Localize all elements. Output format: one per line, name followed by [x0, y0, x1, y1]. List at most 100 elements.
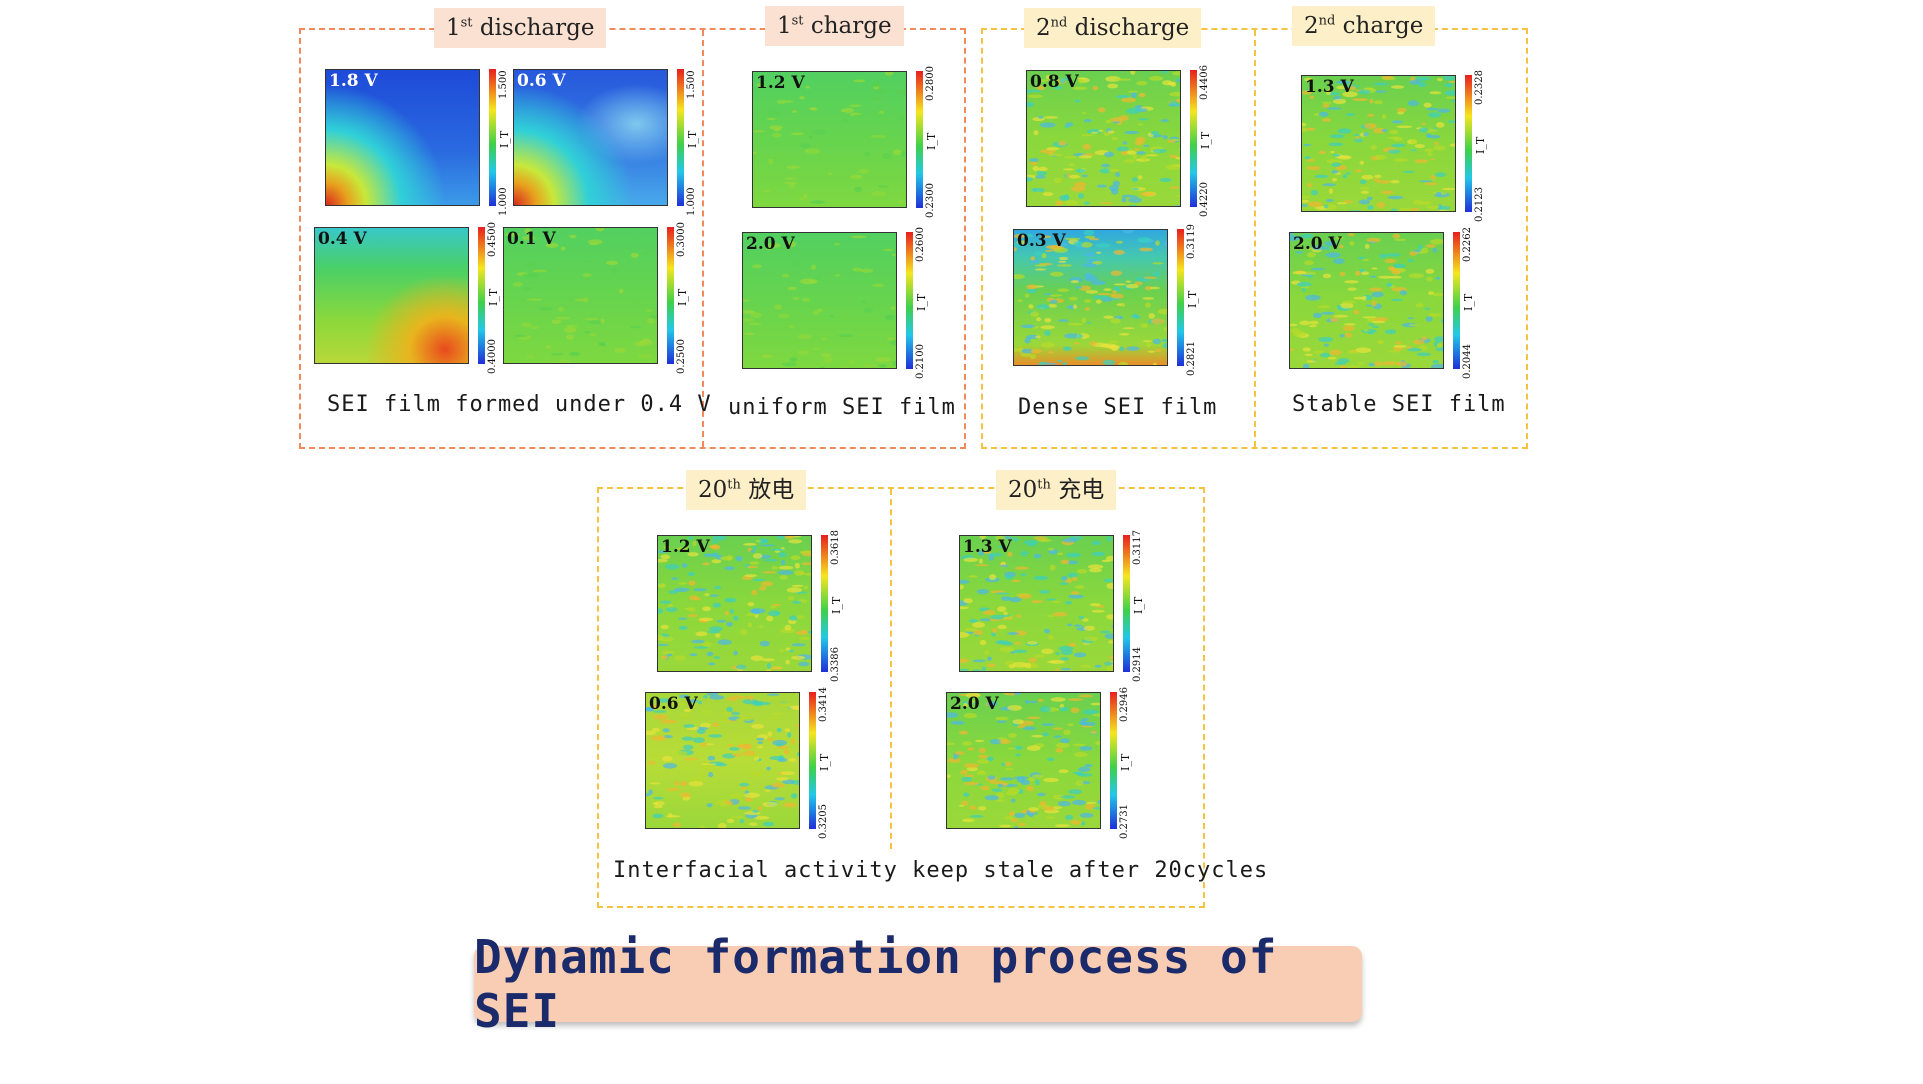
texture-speck	[1081, 112, 1087, 114]
texture-speck	[1384, 258, 1397, 264]
texture-speck	[545, 345, 552, 349]
texture-speck	[1058, 256, 1069, 261]
texture-speck	[999, 646, 1015, 652]
texture-speck	[1084, 235, 1096, 239]
texture-speck	[1008, 811, 1015, 816]
texture-speck	[1014, 348, 1022, 352]
texture-speck	[979, 618, 992, 622]
texture-speck	[1121, 197, 1127, 203]
texture-speck	[779, 649, 785, 653]
texture-speck	[771, 783, 785, 788]
texture-speck	[1127, 90, 1139, 93]
texture-speck	[662, 763, 678, 769]
texture-speck	[1430, 158, 1435, 161]
texture-speck	[614, 348, 626, 353]
texture-speck	[1346, 365, 1361, 368]
texture-speck	[1049, 564, 1056, 571]
texture-speck	[1051, 600, 1061, 603]
voltage-label: 2.0 V	[1293, 234, 1342, 254]
texture-speck	[1071, 799, 1086, 806]
texture-speck	[989, 739, 1002, 745]
texture-speck	[808, 135, 813, 139]
texture-speck	[1326, 107, 1343, 110]
texture-speck	[1137, 118, 1149, 121]
texture-speck	[731, 734, 741, 738]
texture-speck	[749, 771, 763, 777]
texture-speck	[1167, 140, 1176, 143]
texture-speck	[999, 777, 1014, 781]
texture-speck	[1020, 352, 1032, 357]
texture-speck	[1365, 304, 1373, 307]
texture-speck	[1332, 98, 1347, 105]
texture-speck	[1165, 164, 1180, 170]
texture-speck	[1108, 168, 1120, 173]
texture-speck	[788, 182, 795, 189]
texture-speck	[1081, 134, 1094, 137]
texture-speck	[1092, 827, 1099, 828]
texture-speck	[1320, 352, 1331, 358]
texture-speck	[963, 781, 980, 786]
texture-speck	[676, 547, 688, 550]
texture-speck	[1066, 552, 1081, 558]
texture-speck	[1442, 76, 1455, 81]
texture-speck	[1067, 623, 1073, 627]
texture-speck	[1049, 299, 1058, 304]
tab-first-discharge: 1st discharge	[434, 8, 607, 48]
texture-speck	[979, 536, 987, 539]
colorbar-min-label: 0.4220	[1199, 182, 1210, 217]
heatmap-image: 1.8 V	[325, 69, 480, 206]
texture-speck	[974, 671, 983, 672]
texture-speck	[1174, 195, 1180, 198]
texture-speck	[1092, 85, 1098, 91]
texture-speck	[545, 242, 559, 248]
texture-speck	[1041, 253, 1047, 259]
texture-speck	[1046, 147, 1060, 151]
texture-speck	[744, 574, 758, 578]
texture-speck	[789, 615, 798, 621]
texture-speck	[1159, 177, 1172, 182]
caption-first-charge: uniform SEI film	[728, 395, 956, 420]
colorbar-min-label: 0.2821	[1186, 341, 1197, 376]
texture-speck	[1390, 208, 1398, 211]
texture-speck	[984, 795, 999, 801]
texture-speck	[765, 716, 782, 719]
texture-speck	[1092, 260, 1103, 265]
texture-speck	[798, 661, 810, 667]
texture-speck	[1131, 187, 1140, 191]
texture-speck	[767, 738, 774, 742]
texture-speck	[978, 747, 986, 754]
texture-speck	[1364, 123, 1377, 129]
texture-speck	[555, 316, 571, 320]
texture-speck	[790, 132, 805, 136]
texture-speck	[1089, 603, 1101, 607]
texture-speck	[790, 555, 801, 561]
texture-speck	[762, 801, 778, 807]
heatmap-texture	[947, 693, 1100, 828]
texture-speck	[1310, 267, 1326, 271]
texture-speck	[961, 776, 973, 782]
colorbar	[1465, 75, 1472, 212]
texture-speck	[886, 337, 895, 341]
texture-speck	[707, 755, 716, 761]
texture-speck	[647, 760, 656, 765]
texture-speck	[1111, 293, 1124, 299]
texture-speck	[1309, 320, 1319, 325]
texture-speck	[952, 756, 958, 760]
texture-speck	[752, 578, 766, 581]
texture-speck	[1013, 776, 1029, 780]
texture-speck	[699, 825, 706, 828]
texture-speck	[689, 653, 698, 657]
texture-speck	[1039, 800, 1047, 807]
texture-speck	[960, 668, 970, 671]
texture-speck	[815, 277, 822, 281]
texture-speck	[1011, 579, 1021, 583]
texture-speck	[763, 559, 779, 562]
texture-speck	[1387, 266, 1395, 271]
texture-speck	[1033, 536, 1048, 540]
texture-speck	[1373, 127, 1386, 134]
texture-speck	[788, 705, 799, 710]
texture-speck	[971, 669, 982, 671]
texture-speck	[1030, 161, 1038, 166]
texture-speck	[674, 655, 686, 661]
texture-speck	[821, 353, 832, 358]
